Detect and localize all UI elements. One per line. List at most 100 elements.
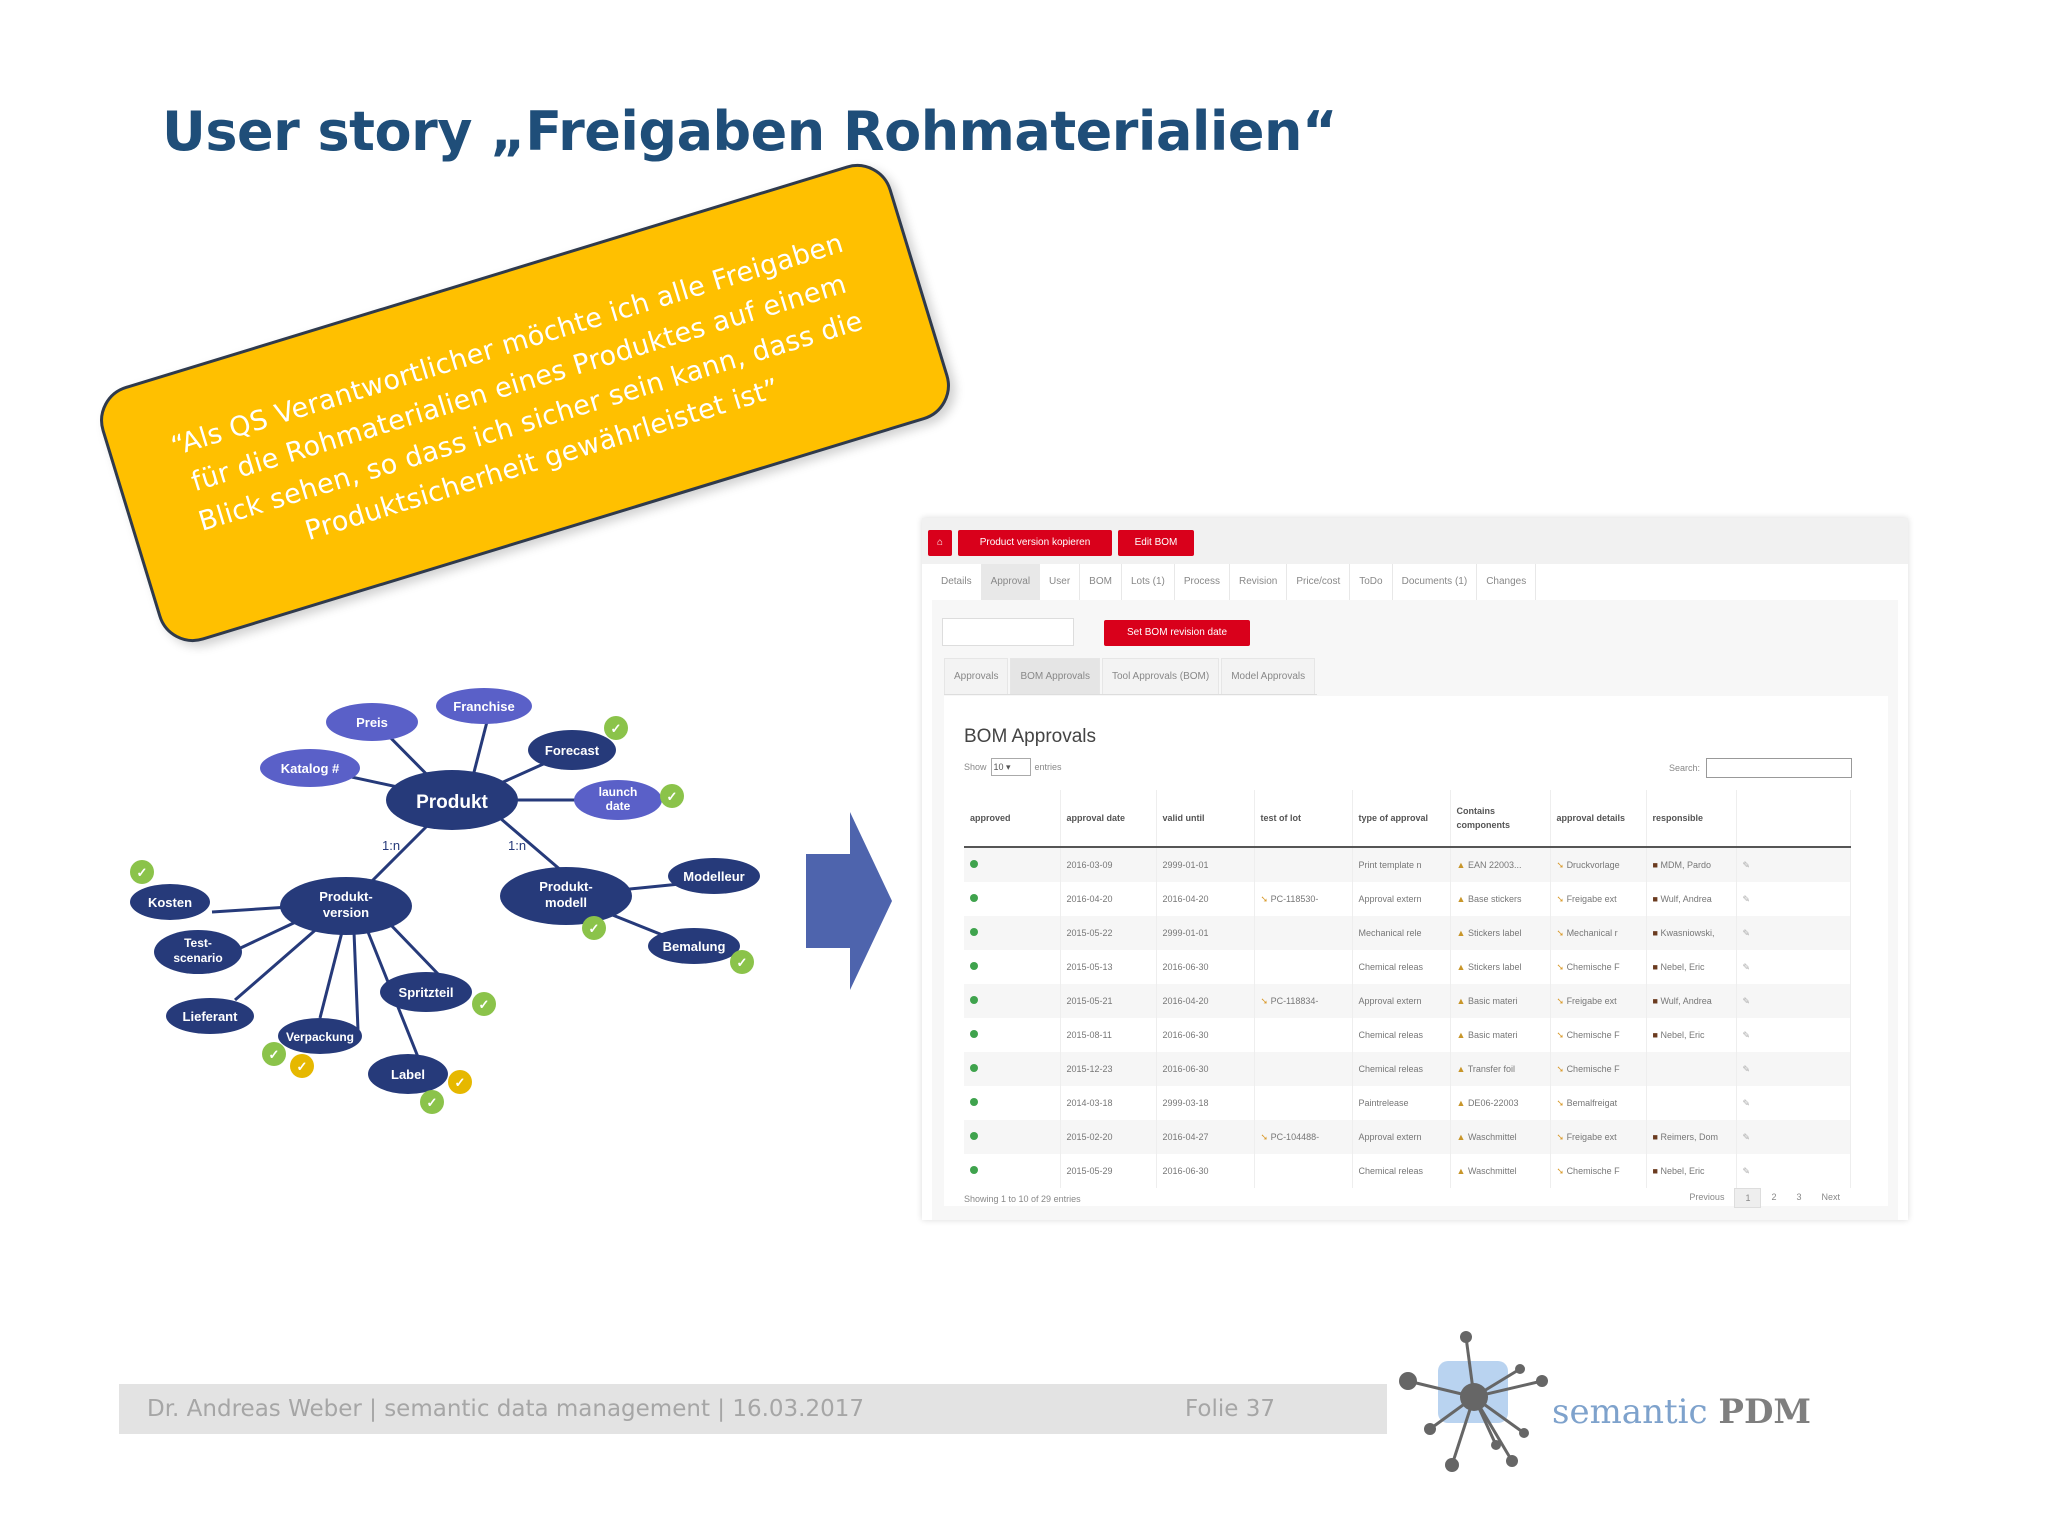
cell-edit[interactable]: ✎ bbox=[1736, 1154, 1851, 1188]
cell-text: Wulf, Andrea bbox=[1660, 996, 1712, 1006]
user-icon: ■ bbox=[1652, 962, 1658, 972]
footer-author-info: Dr. Andreas Weber | semantic data manage… bbox=[147, 1396, 865, 1422]
tab-revision[interactable]: Revision bbox=[1230, 564, 1288, 600]
cardinality-left: 1:n bbox=[382, 838, 400, 853]
cell-edit[interactable]: ✎ bbox=[1736, 847, 1851, 882]
subtab-approvals[interactable]: Approvals bbox=[944, 658, 1009, 694]
user-story-quote-card: “Als QS Verantwortlicher möchte ich alle… bbox=[91, 155, 959, 651]
cell-valid: 2999-03-18 bbox=[1156, 1086, 1255, 1120]
right-arrow-icon bbox=[806, 812, 892, 995]
tab-price-cost[interactable]: Price/cost bbox=[1287, 564, 1351, 600]
cell-text: 2015-05-22 bbox=[1066, 928, 1113, 938]
cell-text: 2015-05-29 bbox=[1066, 1166, 1113, 1176]
node-forecast bbox=[528, 730, 616, 770]
home-button[interactable]: ⌂ bbox=[928, 530, 952, 556]
footer-slide-number: Folie 37 bbox=[1185, 1396, 1275, 1422]
subtab-model-approvals[interactable]: Model Approvals bbox=[1221, 658, 1316, 694]
col-contains-components[interactable]: Contains components bbox=[1450, 790, 1551, 848]
tab-todo[interactable]: ToDo bbox=[1350, 564, 1393, 600]
revision-date-input[interactable] bbox=[942, 618, 1074, 646]
cell-edit[interactable]: ✎ bbox=[1736, 1052, 1851, 1086]
pager-next[interactable]: Next bbox=[1821, 1192, 1840, 1202]
tab-lots[interactable]: Lots (1) bbox=[1122, 564, 1175, 600]
cell-text: 2014-03-18 bbox=[1066, 1098, 1113, 1108]
cell-approved bbox=[964, 1154, 1061, 1188]
cell-edit[interactable]: ✎ bbox=[1736, 984, 1851, 1018]
table-footer: Showing 1 to 10 of 29 entries Previous 1… bbox=[964, 1188, 1850, 1208]
cell-text: 2999-03-18 bbox=[1162, 1098, 1209, 1108]
tab-details[interactable]: Details bbox=[932, 564, 982, 600]
edit-bom-button[interactable]: Edit BOM bbox=[1118, 530, 1194, 556]
edit-icon: ✎ bbox=[1742, 1097, 1751, 1108]
cell-edit[interactable]: ✎ bbox=[1736, 1086, 1851, 1120]
cell-resp: ■ Nebel, Eric bbox=[1646, 1154, 1737, 1188]
cell-lot bbox=[1254, 847, 1353, 882]
cell-edit[interactable]: ✎ bbox=[1736, 950, 1851, 984]
table-info: Showing 1 to 10 of 29 entries bbox=[964, 1194, 1081, 1204]
col-valid-until[interactable]: valid until bbox=[1156, 790, 1255, 848]
approved-status-icon bbox=[970, 1098, 978, 1106]
pager-previous[interactable]: Previous bbox=[1689, 1192, 1725, 1202]
cell-details: ➘ Freigabe ext bbox=[1550, 1120, 1647, 1154]
cell-valid: 2999-01-01 bbox=[1156, 916, 1255, 950]
col-approval-date[interactable]: approval date bbox=[1060, 790, 1157, 848]
tab-process[interactable]: Process bbox=[1175, 564, 1230, 600]
approved-status-icon bbox=[970, 1166, 978, 1174]
cell-text: Freigabe ext bbox=[1566, 1131, 1617, 1142]
cell-type: Approval extern bbox=[1352, 1120, 1451, 1154]
cell-text: 2015-08-11 bbox=[1066, 1030, 1112, 1040]
pager-page-2[interactable]: 2 bbox=[1771, 1192, 1777, 1202]
tab-approval[interactable]: Approval bbox=[981, 564, 1041, 600]
entries-select[interactable]: 10 ▾ bbox=[990, 758, 1031, 776]
tab-user[interactable]: User bbox=[1040, 564, 1081, 600]
check-icon: ✓ bbox=[589, 921, 600, 936]
user-icon: ■ bbox=[1652, 894, 1658, 904]
node-version-label-2: version bbox=[323, 905, 369, 920]
tab-bom[interactable]: BOM bbox=[1080, 564, 1122, 600]
cell-text: Chemische F bbox=[1566, 961, 1620, 972]
cell-text: 2015-02-20 bbox=[1066, 1132, 1113, 1142]
details-link-icon: ➘ bbox=[1556, 961, 1565, 972]
cell-text: Mechanical r bbox=[1566, 927, 1618, 938]
cell-valid: 2016-06-30 bbox=[1156, 950, 1255, 984]
cell-edit[interactable]: ✎ bbox=[1736, 882, 1851, 916]
col-responsible[interactable]: responsible bbox=[1646, 790, 1737, 848]
component-icon: ▲ bbox=[1456, 1132, 1466, 1142]
tab-changes[interactable]: Changes bbox=[1477, 564, 1537, 600]
cell-text: 2016-06-30 bbox=[1162, 1166, 1209, 1176]
copy-product-version-button[interactable]: Product version kopieren bbox=[958, 530, 1112, 556]
node-franchise-label: Franchise bbox=[453, 699, 514, 714]
cell-approved bbox=[964, 916, 1061, 950]
tab-documents[interactable]: Documents (1) bbox=[1393, 564, 1478, 600]
cell-lot bbox=[1254, 950, 1353, 984]
subtab-bom-approvals[interactable]: BOM Approvals bbox=[1010, 658, 1100, 694]
cell-edit[interactable]: ✎ bbox=[1736, 1120, 1851, 1154]
cell-lot: ➘ PC-118530- bbox=[1254, 882, 1353, 916]
cell-edit[interactable]: ✎ bbox=[1736, 916, 1851, 950]
cell-text: Basic materi bbox=[1467, 1030, 1518, 1040]
col-actions[interactable] bbox=[1736, 790, 1851, 848]
cell-edit[interactable]: ✎ bbox=[1736, 1018, 1851, 1052]
cell-text: Approval extern bbox=[1358, 996, 1422, 1006]
col-approved[interactable]: approved bbox=[964, 790, 1061, 848]
pager-page-3[interactable]: 3 bbox=[1796, 1192, 1802, 1202]
pager-page-1[interactable]: 1 bbox=[1734, 1188, 1762, 1208]
cell-valid: 2016-04-27 bbox=[1156, 1120, 1255, 1154]
col-type-of-approval[interactable]: type of approval bbox=[1352, 790, 1451, 848]
subtab-tool-approvals[interactable]: Tool Approvals (BOM) bbox=[1101, 658, 1220, 694]
col-approval-details[interactable]: approval details bbox=[1550, 790, 1647, 848]
user-icon: ■ bbox=[1652, 1132, 1658, 1142]
set-bom-revision-date-button[interactable]: Set BOM revision date bbox=[1104, 620, 1250, 646]
search-input[interactable] bbox=[1706, 758, 1852, 778]
col-test-of-lot[interactable]: test of lot bbox=[1254, 790, 1353, 848]
